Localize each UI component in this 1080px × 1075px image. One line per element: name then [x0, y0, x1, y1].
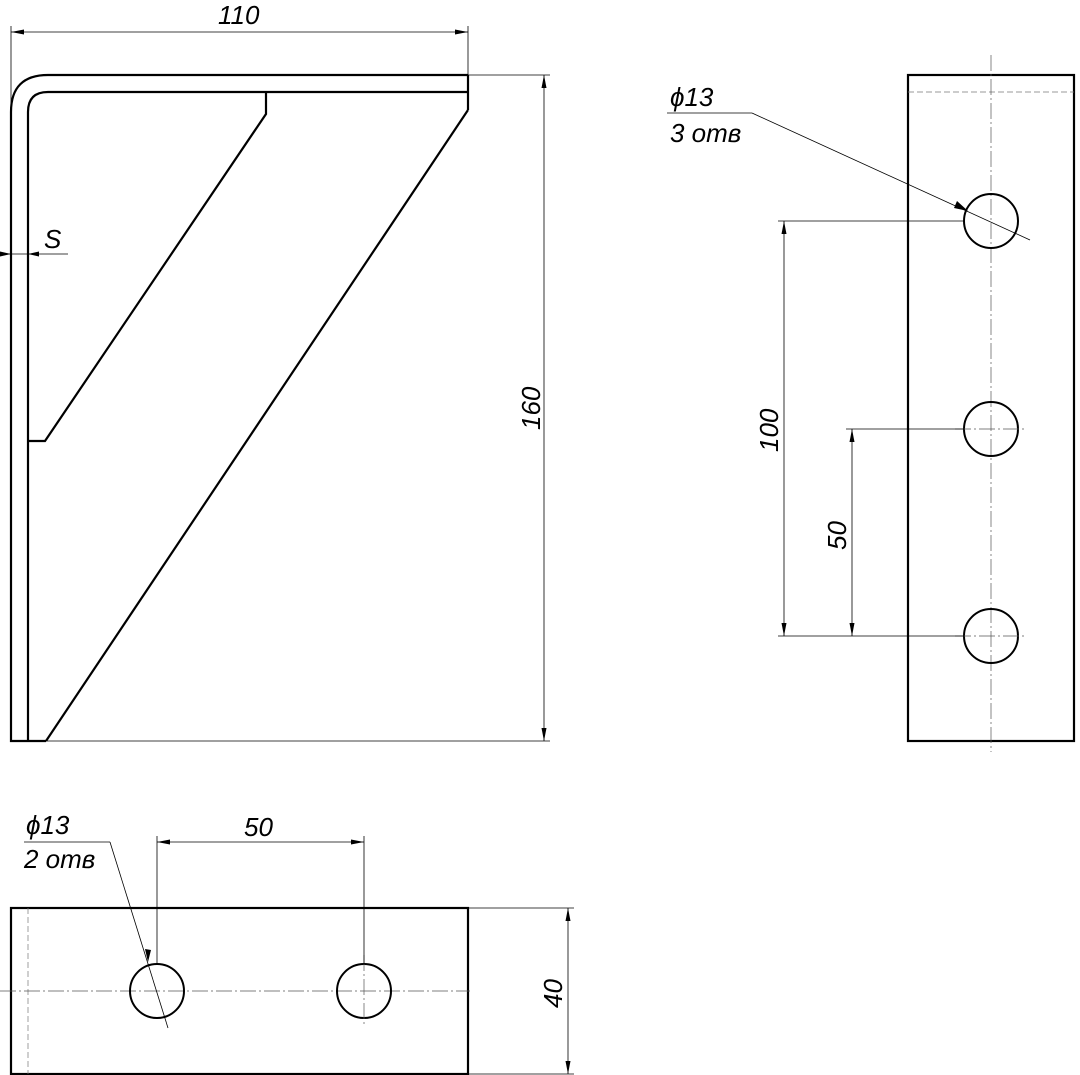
thickness-label: S	[44, 224, 62, 254]
bottom-dim-50-label: 50	[244, 812, 273, 842]
bracket-inner-contour	[26, 90, 468, 741]
leader-holes-2: ϕ13 2 отв	[23, 810, 169, 1029]
dim-40-label: 40	[538, 979, 568, 1008]
hole-count-label: 3 отв	[670, 118, 741, 148]
dim-160-label: 160	[516, 386, 546, 430]
dimension-160: 160	[46, 74, 550, 742]
dim-100-label: 100	[754, 408, 784, 452]
dim-110-label: 110	[218, 0, 260, 30]
dimension-100: 100	[754, 220, 964, 637]
bottom-view: ϕ13 2 отв 50 40	[0, 810, 574, 1075]
right-view: ϕ13 3 отв 100 50	[667, 55, 1076, 752]
gusset-inner-cut	[28, 92, 268, 443]
bracket-outer-contour	[9, 73, 468, 743]
dimension-50-horizontal: 50	[156, 812, 365, 964]
dimension-40: 40	[468, 907, 574, 1075]
bottom-hole-diameter-label: ϕ13	[26, 810, 70, 840]
dim-50-label: 50	[822, 521, 852, 550]
leader-holes-3: ϕ13 3 отв	[667, 82, 1031, 241]
dimension-s: S	[0, 224, 68, 257]
gusset-outer-edge	[45, 109, 469, 742]
side-view: 110 160 S	[0, 0, 550, 743]
dimension-110: 110	[10, 0, 469, 112]
bottom-hole-count-label: 2 отв	[23, 844, 95, 874]
dimension-50-vertical: 50	[822, 428, 964, 636]
hole-diameter-label: ϕ13	[670, 82, 714, 112]
